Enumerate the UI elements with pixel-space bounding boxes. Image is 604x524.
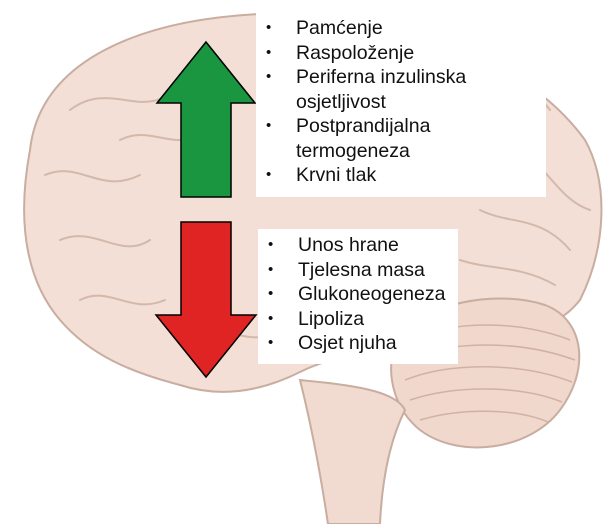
list-item: Osjet njuha (268, 331, 450, 356)
increase-effects-box: Pamćenje Raspoloženje Periferna inzulins… (256, 12, 546, 197)
list-item: Lipoliza (268, 307, 450, 332)
decrease-effects-box: Unos hrane Tjelesna masa Glukoneogeneza … (258, 229, 458, 364)
list-item: Glukoneogeneza (268, 282, 450, 307)
brainstem (300, 380, 405, 524)
list-item: Raspoloženje (266, 41, 538, 66)
increase-effects-list: Pamćenje Raspoloženje Periferna inzulins… (266, 16, 538, 188)
list-item: Unos hrane (268, 233, 450, 258)
decrease-effects-list: Unos hrane Tjelesna masa Glukoneogeneza … (268, 233, 450, 356)
list-item: Postprandijalna termogeneza (266, 114, 538, 163)
list-item: Krvni tlak (266, 163, 538, 188)
list-item: Pamćenje (266, 16, 538, 41)
list-item: Periferna inzulinska osjetljivost (266, 65, 538, 114)
list-item: Tjelesna masa (268, 258, 450, 283)
